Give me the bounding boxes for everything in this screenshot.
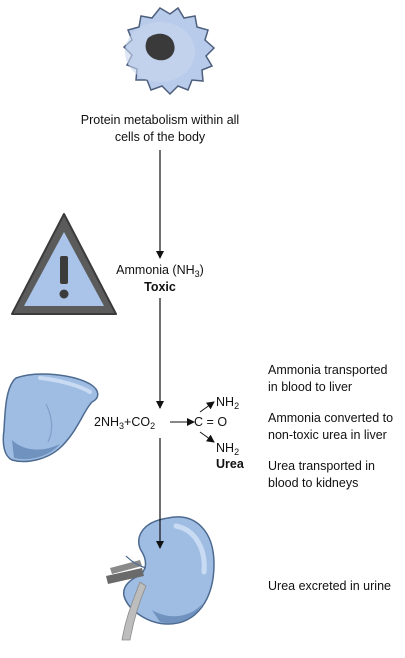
ammonia-name-text: Ammonia (NH bbox=[116, 263, 195, 277]
cell-caption-line2: cells of the body bbox=[114, 130, 206, 144]
reactant-ammonia-sub: 3 bbox=[119, 421, 125, 431]
urea-label: Urea bbox=[216, 457, 244, 471]
note-excrete-line1: Urea excreted in urine bbox=[268, 579, 391, 593]
note-convert-line1: Ammonia converted to bbox=[268, 411, 394, 425]
nh2-bottom-sub: 2 bbox=[234, 447, 240, 457]
bond-carbon-nh2-top bbox=[199, 401, 215, 413]
toxic-label: Toxic bbox=[144, 280, 176, 294]
note-convert-line2: non-toxic urea in liver bbox=[268, 428, 387, 442]
reactant-co2: CO bbox=[131, 415, 151, 429]
cell-caption: Protein metabolism within all cells of t… bbox=[60, 112, 260, 146]
note-kidney: Urea transported in blood to kidneys bbox=[268, 458, 403, 492]
ammonia-label: Ammonia (NH3) Toxic bbox=[100, 262, 220, 296]
ammonia-name-close: ) bbox=[199, 263, 204, 277]
kidney-icon bbox=[106, 516, 215, 641]
reaction-reactants: 2NH3+CO2 bbox=[94, 414, 155, 431]
cell-icon bbox=[122, 6, 216, 96]
carbon-atom: C bbox=[194, 415, 204, 429]
nh2-bottom-text: NH bbox=[216, 441, 235, 455]
note-kidney-line1: Urea transported in bbox=[268, 459, 376, 473]
urea-nh2-top: NH2 bbox=[216, 394, 239, 411]
urea-nh2-bottom: NH2 bbox=[216, 440, 239, 457]
note-transport: Ammonia transported in blood to liver bbox=[268, 362, 403, 396]
warning-triangle-icon bbox=[11, 213, 117, 315]
bond-carbon-nh2-bottom bbox=[199, 431, 215, 443]
note-convert: Ammonia converted to non-toxic urea in l… bbox=[268, 410, 403, 444]
oxygen-atom: O bbox=[217, 415, 228, 429]
note-transport-line2: in blood to liver bbox=[268, 380, 353, 394]
nh2-top-sub: 2 bbox=[234, 401, 240, 411]
ammonia-subscript: 3 bbox=[194, 269, 200, 279]
note-kidney-line2: blood to kidneys bbox=[268, 476, 359, 490]
nh2-top-text: NH bbox=[216, 395, 235, 409]
note-excrete: Urea excreted in urine bbox=[268, 578, 403, 595]
note-transport-line1: Ammonia transported bbox=[268, 363, 388, 377]
liver-icon bbox=[2, 373, 99, 463]
reactant-ammonia: 2NH bbox=[94, 415, 120, 429]
ammonia-name: Ammonia (NH3) bbox=[100, 262, 220, 279]
reaction-plus: + bbox=[124, 415, 132, 429]
reactant-co2-sub: 2 bbox=[150, 421, 156, 431]
urea-carbonyl: C = O bbox=[194, 414, 227, 431]
cell-caption-line1: Protein metabolism within all bbox=[80, 113, 240, 127]
double-bond: = bbox=[206, 415, 214, 429]
